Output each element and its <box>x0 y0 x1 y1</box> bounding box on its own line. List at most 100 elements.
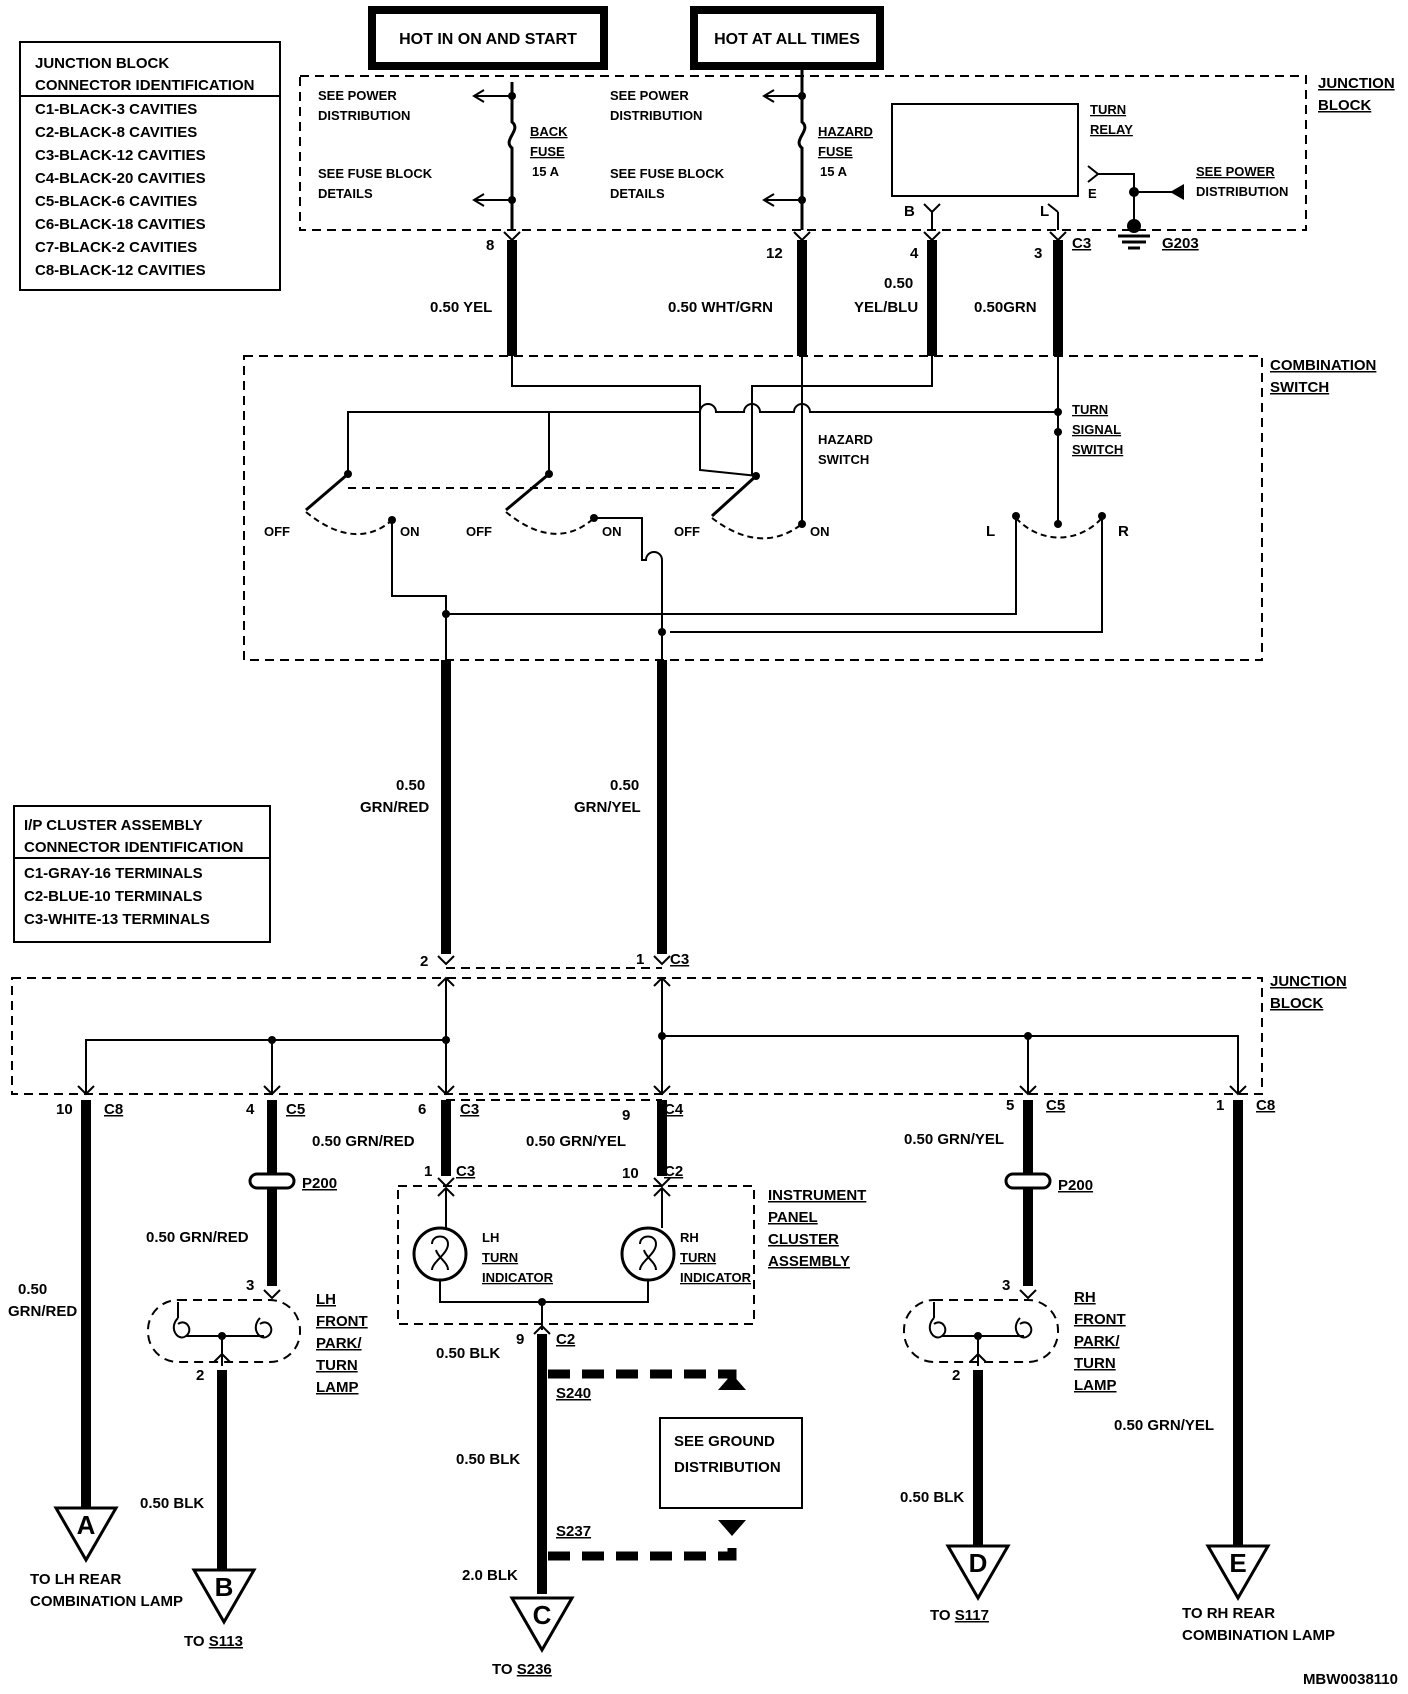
svg-text:SEE POWER: SEE POWER <box>610 88 689 103</box>
back-fuse-circuit: SEE POWER DISTRIBUTION SEE FUSE BLOCK DE… <box>318 82 568 230</box>
svg-text:0.50 BLK: 0.50 BLK <box>456 1451 520 1468</box>
svg-text:TO RH REAR: TO RH REAR <box>1182 1605 1275 1622</box>
svg-text:OFF: OFF <box>264 524 290 539</box>
svg-text:C3-WHITE-13 TERMINALS: C3-WHITE-13 TERMINALS <box>24 911 210 928</box>
svg-text:FRONT: FRONT <box>1074 1311 1126 1328</box>
svg-text:TO S236: TO S236 <box>492 1661 552 1678</box>
svg-text:OFF: OFF <box>674 524 700 539</box>
svg-text:DISTRIBUTION: DISTRIBUTION <box>610 108 702 123</box>
svg-text:C3: C3 <box>460 1101 479 1118</box>
svg-text:C4-BLACK-20 CAVITIES: C4-BLACK-20 CAVITIES <box>35 170 206 187</box>
svg-text:2.0 BLK: 2.0 BLK <box>462 1567 518 1584</box>
svg-text:FRONT: FRONT <box>316 1313 368 1330</box>
svg-text:12: 12 <box>766 245 783 262</box>
svg-text:C3-BLACK-12 CAVITIES: C3-BLACK-12 CAVITIES <box>35 147 206 164</box>
svg-text:I/P CLUSTER ASSEMBLY: I/P CLUSTER ASSEMBLY <box>24 817 203 834</box>
svg-text:G203: G203 <box>1162 235 1199 252</box>
svg-text:0.50 GRN/YEL: 0.50 GRN/YEL <box>526 1133 626 1150</box>
svg-text:C1-GRAY-16 TERMINALS: C1-GRAY-16 TERMINALS <box>24 865 203 882</box>
svg-text:B: B <box>215 1572 234 1602</box>
ground-path: 0.50 BLK S240 S237 0.50 BLK 2.0 BLK SEE … <box>436 1334 803 1594</box>
svg-text:TO S117: TO S117 <box>930 1607 989 1624</box>
rh-circuits: 0.50 GRN/YEL P200 3 2 RH FRONT PARK/ TUR… <box>900 1100 1243 1546</box>
svg-text:10: 10 <box>622 1165 639 1182</box>
instrument-panel-cluster: 1 C3 10 C2 INSTRUMENT PANEL CLUSTER ASSE… <box>397 1163 866 1348</box>
svg-text:2: 2 <box>196 1367 204 1384</box>
svg-text:CLUSTER: CLUSTER <box>768 1231 839 1248</box>
lh-turn-indicator: LH TURN INDICATOR <box>412 1226 554 1285</box>
svg-text:C5-BLACK-6 CAVITIES: C5-BLACK-6 CAVITIES <box>35 193 197 210</box>
svg-text:0.50 YEL: 0.50 YEL <box>430 299 492 316</box>
hot-in-on-start-box: HOT IN ON AND START <box>368 6 608 70</box>
svg-text:0.50: 0.50 <box>18 1281 47 1298</box>
svg-text:BACK: BACK <box>530 124 568 139</box>
svg-text:BLOCK: BLOCK <box>1318 97 1371 114</box>
svg-text:R: R <box>1118 523 1129 540</box>
svg-text:4: 4 <box>246 1101 255 1118</box>
svg-text:6: 6 <box>418 1101 426 1118</box>
svg-text:C4: C4 <box>664 1101 684 1118</box>
terminal-b: B TO S113 <box>184 1568 257 1650</box>
hot-at-all-times-box: HOT AT ALL TIMES <box>690 6 884 70</box>
svg-text:TURN: TURN <box>1072 402 1108 417</box>
svg-text:SWITCH: SWITCH <box>1270 379 1329 396</box>
rh-turn-indicator: RH TURN INDICATOR <box>620 1226 752 1285</box>
ip-cluster-connector-table: I/P CLUSTER ASSEMBLY CONNECTOR IDENTIFIC… <box>13 805 271 943</box>
svg-text:0.50 GRN/RED: 0.50 GRN/RED <box>312 1133 415 1150</box>
svg-text:ASSEMBLY: ASSEMBLY <box>768 1253 850 1270</box>
svg-text:0.50: 0.50 <box>396 777 425 794</box>
svg-text:DETAILS: DETAILS <box>610 186 665 201</box>
svg-text:COMBINATION LAMP: COMBINATION LAMP <box>30 1593 183 1610</box>
hazard-switch-section-3: OFF ON <box>674 472 830 540</box>
svg-text:DISTRIBUTION: DISTRIBUTION <box>1196 184 1288 199</box>
svg-text:HOT AT ALL TIMES: HOT AT ALL TIMES <box>714 31 860 48</box>
terminal-c: C TO S236 <box>492 1596 575 1678</box>
svg-text:0.50 GRN/YEL: 0.50 GRN/YEL <box>1114 1417 1214 1434</box>
svg-text:C2-BLUE-10 TERMINALS: C2-BLUE-10 TERMINALS <box>24 888 202 905</box>
svg-text:2: 2 <box>952 1367 960 1384</box>
svg-text:RELAY: RELAY <box>1090 122 1133 137</box>
diagram-code: MBW0038110 <box>1303 1671 1398 1688</box>
svg-text:S240: S240 <box>556 1385 591 1402</box>
svg-text:1: 1 <box>424 1163 432 1180</box>
svg-text:0.50 GRN/RED: 0.50 GRN/RED <box>146 1229 249 1246</box>
svg-text:3: 3 <box>1002 1277 1010 1294</box>
svg-text:ON: ON <box>400 524 420 539</box>
svg-text:BLOCK: BLOCK <box>1270 995 1323 1012</box>
svg-text:SEE POWER: SEE POWER <box>318 88 397 103</box>
svg-text:TURN: TURN <box>482 1250 518 1265</box>
svg-text:RH: RH <box>680 1230 699 1245</box>
svg-text:L: L <box>1040 203 1049 220</box>
turn-relay: TURN RELAY B L E SEE POWER DISTRIBUTION … <box>891 102 1288 252</box>
svg-text:10: 10 <box>56 1101 73 1118</box>
svg-text:GRN/YEL: GRN/YEL <box>574 799 641 816</box>
svg-text:LAMP: LAMP <box>1074 1377 1117 1394</box>
svg-text:E: E <box>1088 186 1097 201</box>
svg-text:L: L <box>986 523 995 540</box>
cluster-feed-wires: 0.50 GRN/RED 0.50 GRN/YEL <box>312 1099 667 1176</box>
svg-text:LH: LH <box>482 1230 499 1245</box>
svg-text:COMBINATION LAMP: COMBINATION LAMP <box>1182 1627 1335 1644</box>
svg-text:15 A: 15 A <box>532 164 560 179</box>
top-wires: 0.50 YEL 0.50 WHT/GRN 0.50 YEL/BLU 0.50G… <box>430 240 1063 356</box>
svg-text:C3: C3 <box>670 951 689 968</box>
svg-text:PARK/: PARK/ <box>316 1335 362 1352</box>
svg-text:HAZARD: HAZARD <box>818 432 873 447</box>
svg-text:CONNECTOR IDENTIFICATION: CONNECTOR IDENTIFICATION <box>24 839 243 856</box>
svg-text:SIGNAL: SIGNAL <box>1072 422 1121 437</box>
svg-text:P200: P200 <box>1058 1177 1093 1194</box>
svg-text:C3: C3 <box>1072 235 1091 252</box>
svg-text:8: 8 <box>486 237 494 254</box>
svg-text:GRN/RED: GRN/RED <box>360 799 429 816</box>
svg-text:INDICATOR: INDICATOR <box>482 1270 554 1285</box>
svg-text:TURN: TURN <box>680 1250 716 1265</box>
svg-text:0.50 BLK: 0.50 BLK <box>900 1489 964 1506</box>
svg-text:SEE FUSE BLOCK: SEE FUSE BLOCK <box>318 166 433 181</box>
svg-text:1: 1 <box>636 951 644 968</box>
svg-text:C6-BLACK-18 CAVITIES: C6-BLACK-18 CAVITIES <box>35 216 206 233</box>
terminal-d: D TO S117 <box>930 1544 1011 1624</box>
svg-text:C2-BLACK-8 CAVITIES: C2-BLACK-8 CAVITIES <box>35 124 197 141</box>
svg-text:0.50 BLK: 0.50 BLK <box>140 1495 204 1512</box>
svg-text:JUNCTION: JUNCTION <box>1318 75 1395 92</box>
svg-text:15 A: 15 A <box>820 164 848 179</box>
